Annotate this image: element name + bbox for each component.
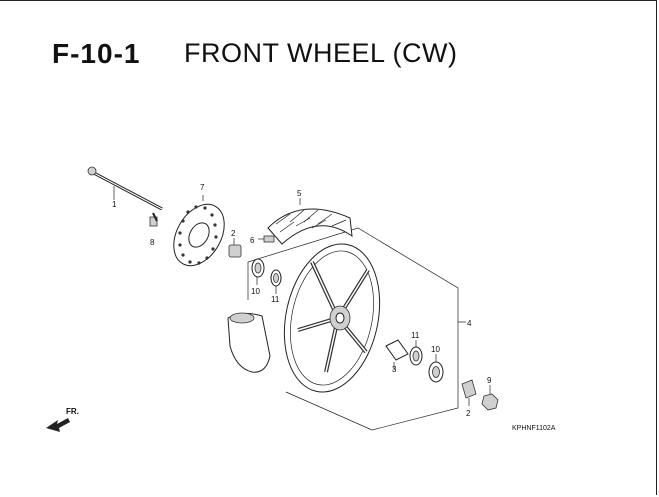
part-wheel-rim xyxy=(283,243,381,393)
part-axle xyxy=(87,166,163,211)
callout-1: 1 xyxy=(112,200,117,209)
callout-8: 8 xyxy=(150,238,155,247)
section-number: F-10-1 xyxy=(52,38,141,69)
part-distance-collar xyxy=(385,339,409,370)
callout-4: 4 xyxy=(467,319,472,328)
page-title: FRONT WHEEL (CW) xyxy=(184,38,458,68)
part-collar-right xyxy=(461,379,477,406)
part-bolt xyxy=(149,212,158,227)
diagram-code: KPHNF1102A xyxy=(512,425,556,432)
callout-2-right: 2 xyxy=(466,409,471,418)
part-bearing-right xyxy=(409,340,444,383)
callout-2-left: 2 xyxy=(231,229,236,238)
part-nut xyxy=(481,385,499,411)
callout-7: 7 xyxy=(200,183,205,192)
part-hub-cover xyxy=(227,312,271,373)
callout-3: 3 xyxy=(392,365,397,374)
part-tire xyxy=(267,198,353,245)
assembly-boundary xyxy=(247,227,466,431)
callout-9: 9 xyxy=(487,376,492,385)
part-valve xyxy=(258,235,275,243)
callout-10-left: 10 xyxy=(251,287,260,296)
front-direction-label: FR. xyxy=(66,407,79,416)
callout-10-right: 10 xyxy=(431,345,440,354)
callout-5: 5 xyxy=(297,189,302,198)
part-collar-left xyxy=(228,238,242,258)
callout-11-left: 11 xyxy=(271,295,280,304)
callout-11-right: 11 xyxy=(411,331,420,340)
callout-6: 6 xyxy=(250,236,255,245)
part-bearing-left xyxy=(251,258,282,294)
part-brake-disc xyxy=(173,195,225,267)
front-direction-arrow xyxy=(46,418,70,432)
